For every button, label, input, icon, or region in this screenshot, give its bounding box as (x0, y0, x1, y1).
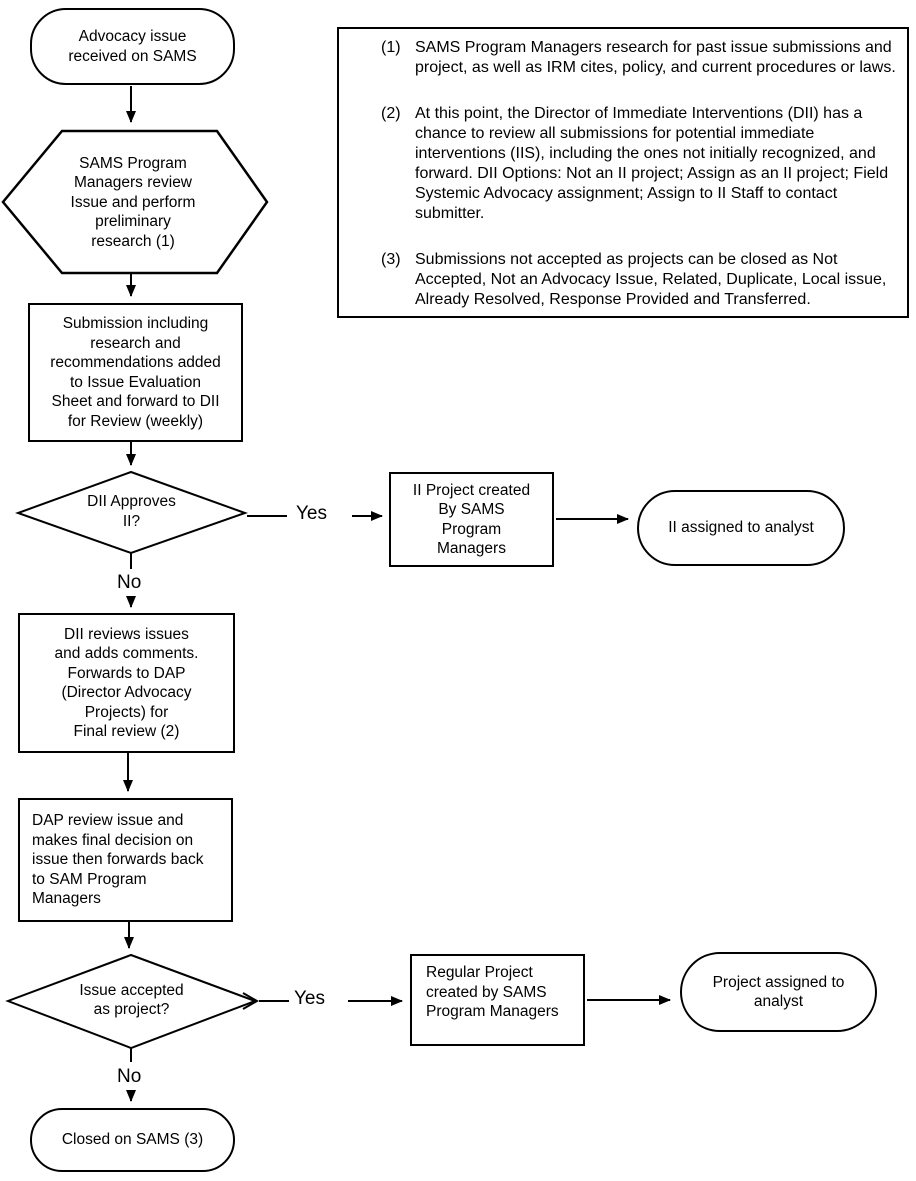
note-text: At this point, the Director of Immediate… (415, 105, 889, 222)
yes-label-1: Yes (296, 503, 327, 524)
note-number: (3) (381, 251, 401, 268)
note-text: Submissions not accepted as projects can… (415, 251, 887, 308)
note-number: (2) (381, 105, 401, 122)
no-label-1: No (117, 572, 142, 593)
notes-box: (1) SAMS Program Managers research for p… (337, 27, 909, 318)
decision2-diamond-shape (5, 953, 258, 1050)
ii-project-process: II Project created By SAMS Program Manag… (389, 472, 554, 567)
note-item-3: (3) Submissions not accepted as projects… (381, 250, 897, 310)
note-item-2: (2) At this point, the Director of Immed… (381, 104, 897, 224)
hexagon-shape (1, 129, 269, 275)
hexagon-label: SAMS Program Managers review Issue and p… (70, 154, 196, 250)
closed-terminator: Closed on SAMS (3) (30, 1108, 235, 1172)
no-label-2: No (117, 1066, 142, 1087)
dap-review-process: DAP review issue and makes final decisio… (18, 798, 233, 922)
yes-label-2: Yes (294, 988, 325, 1009)
note-text: SAMS Program Managers research for past … (415, 39, 896, 76)
submission-process: Submission including research and recomm… (28, 303, 243, 442)
decision1-label: DII Approves II? (87, 493, 176, 530)
note-number: (1) (381, 39, 401, 56)
ii-assigned-terminator: II assigned to analyst (637, 490, 845, 566)
decision2-label: Issue accepted as project? (79, 981, 184, 1019)
decision1-diamond-shape (15, 470, 248, 555)
note-item-1: (1) SAMS Program Managers research for p… (381, 38, 897, 78)
regular-project-process: Regular Project created by SAMS Program … (410, 954, 585, 1046)
dii-reviews-process: DII reviews issues and adds comments. Fo… (18, 613, 235, 753)
project-assigned-terminator: Project assigned to analyst (680, 952, 877, 1032)
start-terminator: Advocacy issue received on SAMS (30, 8, 235, 85)
